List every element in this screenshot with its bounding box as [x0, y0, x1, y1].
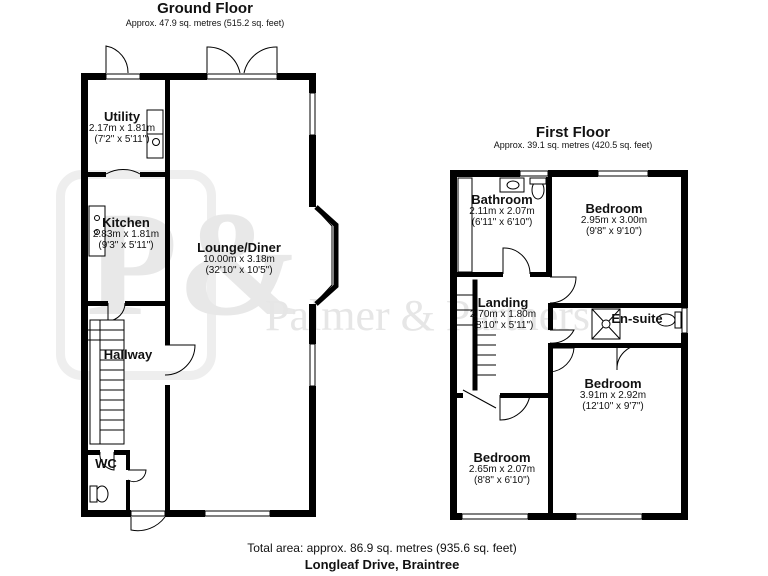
room-metric: 2.70m x 1.80m: [469, 309, 537, 321]
first-floor-fixtures: [457, 177, 682, 340]
room-imperial: (7'2" x 5'11"): [94, 133, 150, 145]
ground-floor-title: Ground Floor: [157, 0, 253, 17]
room-metric: 2.11m x 2.07m: [469, 206, 535, 218]
first-floor-walls: [450, 170, 688, 520]
first-floor-doors: [499, 247, 643, 421]
total-area: Total area: approx. 86.9 sq. metres (935…: [247, 541, 517, 555]
room-bedroom-2: Bedroom 3.91m x 2.92m (12'10" x 9'7"): [579, 376, 647, 413]
first-floor-internal-walls: [457, 177, 681, 513]
ground-floor-fixtures: [88, 109, 164, 503]
room-metric: 2.17m x 1.81m: [88, 123, 156, 135]
room-bedroom-1: Bedroom 2.95m x 3.00m (9'8" x 9'10"): [580, 201, 648, 238]
room-imperial: (9'8" x 9'10"): [586, 225, 642, 237]
room-metric: 3.91m x 2.92m: [579, 390, 647, 402]
ground-floor-internal-walls: [88, 80, 170, 517]
room-imperial: (8'8" x 6'10"): [474, 474, 530, 486]
ground-floor-area: Approx. 47.9 sq. metres (515.2 sq. feet): [125, 18, 285, 28]
room-wc: WC: [95, 456, 117, 471]
room-metric: 2.83m x 1.81m: [92, 229, 160, 241]
room-metric: 2.65m x 2.07m: [468, 464, 536, 476]
room-metric: 10.00m x 3.18m: [203, 254, 275, 266]
ground-floor-windows: [105, 73, 316, 517]
room-name: Bedroom: [584, 376, 642, 391]
room-name: Kitchen: [102, 215, 150, 230]
room-name: Bathroom: [471, 192, 533, 207]
staircase-ground: [88, 329, 124, 431]
staircase-first: [457, 279, 497, 409]
room-name: Bedroom: [585, 201, 643, 216]
bay-window: [314, 205, 339, 306]
room-imperial: (6'11" x 6'10"): [471, 216, 533, 228]
room-metric: 2.95m x 3.00m: [580, 215, 648, 227]
property-address: Longleaf Drive, Braintree: [304, 557, 460, 572]
watermark-monogram-text: P&: [86, 181, 303, 347]
room-imperial: (8'10" x 5'11"): [472, 319, 534, 331]
ground-floor-plan: [81, 45, 339, 532]
room-name: Bedroom: [473, 450, 531, 465]
room-imperial: (32'10" x 10'5"): [205, 264, 273, 276]
room-ensuite: En-suite: [611, 311, 663, 326]
room-utility: Utility 2.17m x 1.81m (7'2" x 5'11"): [88, 109, 156, 146]
room-bathroom: Bathroom 2.11m x 2.07m (6'11" x 6'10"): [469, 192, 535, 229]
first-floor-title: First Floor: [535, 124, 611, 141]
first-floor-plan: [450, 170, 688, 520]
room-imperial: (9'3" x 5'11"): [98, 239, 154, 251]
room-imperial: (12'10" x 9'7"): [582, 400, 644, 412]
watermark-monogram: [56, 170, 216, 380]
ground-floor-walls: [81, 73, 316, 517]
room-name: Utility: [103, 109, 141, 124]
room-bedroom-3: Bedroom 2.65m x 2.07m (8'8" x 6'10"): [468, 450, 536, 487]
room-lounge-diner: Lounge/Diner 10.00m x 3.18m (32'10" x 10…: [197, 240, 281, 277]
ground-floor-doors: [99, 45, 278, 532]
room-hallway: Hallway: [103, 347, 153, 362]
room-landing: Landing 2.70m x 1.80m (8'10" x 5'11"): [469, 295, 537, 332]
room-name: Landing: [477, 295, 529, 310]
first-floor-windows: [461, 170, 688, 520]
room-name: Lounge/Diner: [197, 240, 281, 255]
first-floor-area: Approx. 39.1 sq. metres (420.5 sq. feet): [493, 140, 653, 151]
first-floor-heading: First Floor Approx. 39.1 sq. metres (420…: [493, 124, 653, 151]
room-kitchen: Kitchen 2.83m x 1.81m (9'3" x 5'11"): [92, 215, 160, 252]
